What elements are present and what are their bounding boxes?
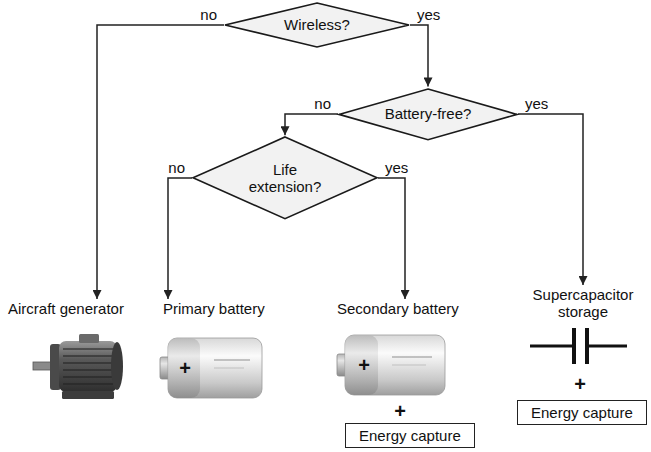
outcome-label: Aircraft generator <box>8 300 124 317</box>
node-text: Supercapacitor storage <box>522 286 644 321</box>
decision-diamond: Life extension? <box>192 136 378 220</box>
node-text: Wireless? <box>284 16 350 33</box>
flow-arrow <box>410 25 428 87</box>
diamond-shape <box>225 3 409 47</box>
node-text: Aircraft generator <box>8 300 124 317</box>
battery-icon <box>337 335 445 395</box>
diamond-shape <box>339 89 517 140</box>
capacitor-symbol <box>530 328 627 364</box>
plus-sign: + <box>394 401 406 421</box>
flow-arrow <box>168 178 192 299</box>
plus-sign: + <box>179 358 191 378</box>
outcome-label: Supercapacitor storage <box>522 286 644 321</box>
branch-label: no <box>167 159 186 176</box>
node-text: Primary battery <box>163 300 265 317</box>
decision-diamond: Battery-free? <box>338 88 518 141</box>
branch-label: no <box>313 95 332 112</box>
branch-label: yes <box>524 95 549 112</box>
branch-label: yes <box>416 6 441 23</box>
flow-arrow <box>285 114 338 135</box>
node-text: Energy capture <box>531 404 633 421</box>
motor-icon <box>33 334 123 399</box>
branch-label: yes <box>384 159 409 176</box>
flow-arrow <box>378 178 405 299</box>
battery-icon <box>160 338 262 398</box>
plus-sign: + <box>358 355 370 375</box>
node-text: Life extension? <box>244 161 326 196</box>
outcome-label: Primary battery <box>163 300 265 317</box>
branch-label: no <box>199 6 218 23</box>
energy-capture-box: Energy capture <box>345 423 475 448</box>
outcome-label: Secondary battery <box>337 300 459 317</box>
decision-diamond: Wireless? <box>224 2 410 48</box>
flow-arrow <box>518 114 583 285</box>
node-text: Battery-free? <box>385 105 472 122</box>
diamond-shape <box>193 137 377 219</box>
node-text: Secondary battery <box>337 300 459 317</box>
flow-arrow <box>97 25 224 299</box>
plus-sign: + <box>574 374 586 394</box>
energy-capture-box: Energy capture <box>517 400 647 425</box>
node-text: Energy capture <box>359 427 461 444</box>
